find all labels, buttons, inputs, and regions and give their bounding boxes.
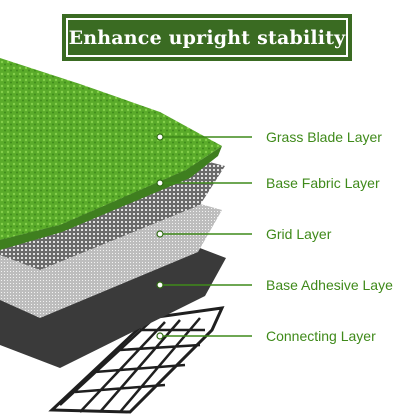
connecting-layer <box>48 306 225 414</box>
leader-dot-connecting <box>156 332 164 340</box>
leader-dot-adhesive <box>156 281 164 289</box>
label-base-fabric-layer: Base Fabric Layer <box>266 175 380 191</box>
label-connecting-layer: Connecting Layer <box>266 328 376 344</box>
title-banner: Enhance upright stability <box>62 14 352 61</box>
leader-dot-grass <box>156 133 164 141</box>
adhesive-layer <box>0 232 226 368</box>
banner-border <box>66 18 348 57</box>
grass-layer <box>0 58 222 240</box>
banner-title: Enhance upright stability <box>68 26 346 49</box>
grass-layer-edge <box>0 146 222 250</box>
leader-dot-grid <box>156 230 164 238</box>
label-grass-blade-layer: Grass Blade Layer <box>266 129 382 145</box>
leader-lines <box>156 133 252 340</box>
label-grid-layer: Grid Layer <box>266 226 332 242</box>
leader-dot-fabric <box>156 179 164 187</box>
label-base-adhesive-layer: Base Adhesive Laye <box>266 277 393 293</box>
